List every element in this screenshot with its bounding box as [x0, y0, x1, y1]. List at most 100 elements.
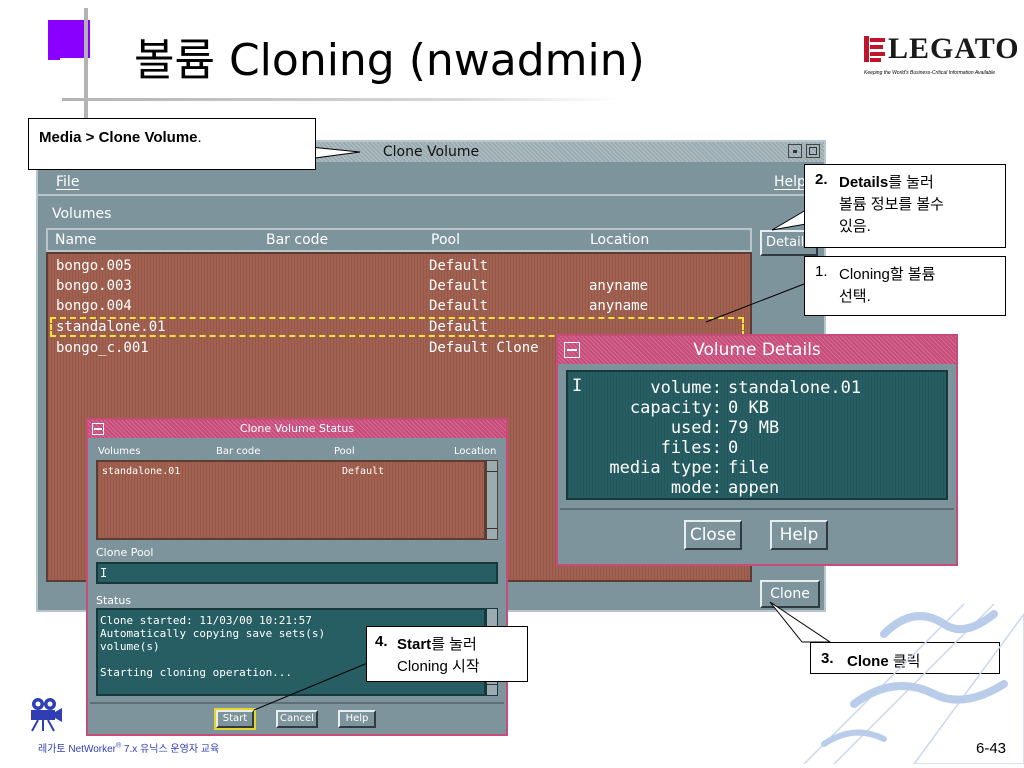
callout-clone-bold: Clone — [847, 653, 889, 670]
legato-tagline: Keeping the World's Business-Critical In… — [864, 70, 996, 76]
callout-media-rest: . — [197, 129, 202, 146]
detail-volume-value: standalone.01 — [728, 378, 862, 398]
status-row-volume: standalone.01 — [102, 466, 181, 477]
callout-cloning: 1. Cloning할 볼륨 선택. — [804, 256, 1006, 316]
clone-status-title: Clone Volume Status — [239, 422, 355, 435]
volumes-table-header: Name Bar code Pool Location — [46, 228, 752, 252]
callout-start-rest1: 를 눌러 — [431, 636, 477, 653]
status-volumes-list[interactable]: standalone.01 Default — [96, 460, 486, 540]
wave-decoration — [803, 603, 1024, 764]
row-name: bongo.003 — [56, 278, 132, 294]
clone-status-titlebar: Clone Volume Status — [88, 420, 506, 438]
table-row[interactable]: bongo.004 Default anyname — [54, 298, 744, 318]
status-row-pool: Default — [342, 466, 385, 477]
col-pool[interactable]: Pool — [431, 232, 460, 248]
row-pool: Default — [429, 319, 489, 335]
clone-volume-title: Clone Volume — [382, 144, 480, 160]
callout-details-bold: Details — [839, 174, 889, 191]
detail-media-type-value: file — [728, 458, 769, 478]
volumes-label: Volumes — [52, 206, 112, 222]
table-row-selected[interactable]: standalone.01 Default — [50, 317, 744, 337]
maximize-icon[interactable] — [806, 144, 820, 158]
row-name: standalone.01 — [56, 319, 166, 335]
start-button[interactable]: Start — [214, 708, 256, 730]
window-menu-icon[interactable] — [564, 342, 580, 358]
row-location: anyname — [589, 298, 649, 314]
cancel-button[interactable]: Cancel — [276, 710, 318, 728]
col-location[interactable]: Location — [590, 232, 650, 248]
footer-prefix: 레가토 NetWorker — [38, 744, 116, 755]
detail-volume-label: volume: — [650, 378, 722, 398]
callout-media: Media > Clone Volume. — [28, 118, 316, 170]
volume-details-titlebar: Volume Details — [558, 336, 956, 364]
page-number: 6-43 — [976, 740, 1007, 757]
status-label: Status — [96, 594, 132, 607]
row-pool: Default — [429, 278, 489, 294]
status-separator — [90, 702, 504, 704]
clone-status-window: Clone Volume Status Volumes Bar code Poo… — [86, 418, 508, 736]
callout-start: 4. Start를 눌러 Cloning 시작 — [366, 626, 528, 682]
status-help-button[interactable]: Help — [338, 710, 376, 728]
callout-media-bold: Media > Clone Volume — [39, 129, 198, 146]
callout-details-rest3: 있음. — [839, 218, 871, 235]
callout-cloning-text1: Cloning할 볼륨 — [839, 266, 936, 283]
footer-registered: ® — [115, 742, 122, 750]
row-name: bongo_c.001 — [56, 340, 149, 356]
menu-file[interactable]: File — [56, 174, 80, 190]
callout-start-rest2: Cloning 시작 — [397, 658, 480, 675]
col-name[interactable]: Name — [55, 232, 97, 248]
menu-help[interactable]: Help — [774, 174, 806, 190]
callout-details-rest1: 를 눌러 — [888, 174, 934, 191]
callout-cloning-text2: 선택. — [839, 288, 871, 305]
table-row[interactable]: bongo_c.001 Default Clone — [54, 340, 744, 360]
callout-start-bold: Start — [397, 636, 432, 653]
footer-suffix: 7.x 유닉스 운영자 교육 — [121, 744, 220, 755]
callout-start-num: 4. — [375, 633, 388, 650]
detail-mode-value: appen — [728, 478, 780, 498]
row-pool: Default Clone — [429, 340, 539, 356]
legato-logo-icon — [864, 36, 885, 62]
row-location: anyname — [589, 278, 649, 294]
details-help-button[interactable]: Help — [770, 520, 828, 550]
detail-used-label: used: — [670, 418, 722, 438]
detail-used-value: 79 MB — [728, 418, 780, 438]
detail-mode-label: mode: — [670, 478, 722, 498]
detail-files-value: 0 — [728, 438, 739, 458]
status-window-menu-icon[interactable] — [92, 423, 104, 435]
callout-details: 2. Details를 눌러 볼륨 정보를 볼수 있음. — [804, 164, 1006, 248]
callout-details-num: 2. — [815, 171, 828, 188]
detail-capacity-value: 0 KB — [728, 398, 769, 418]
legato-logo: LEGATO Keeping the World's Business-Crit… — [862, 32, 1020, 86]
clone-pool-value: I — [100, 566, 108, 580]
clone-pool-input[interactable]: I — [96, 562, 498, 584]
decor-horizontal-line — [62, 98, 622, 101]
camera-icon — [31, 698, 62, 732]
footer-course: 레가토 NetWorker® 7.x 유닉스 운영자 교육 — [38, 740, 219, 755]
minimize-icon[interactable] — [788, 144, 802, 158]
status-col-barcode: Bar code — [216, 446, 261, 457]
close-button[interactable]: Close — [684, 520, 742, 550]
decor-vertical-line — [84, 8, 88, 136]
row-pool: Default — [429, 258, 489, 274]
row-name: bongo.004 — [56, 298, 132, 314]
status-col-location: Location — [454, 446, 497, 457]
col-barcode[interactable]: Bar code — [266, 232, 329, 248]
status-line: Automatically copying save sets(s) — [100, 627, 326, 640]
volume-details-text: I volume: standalone.01 capacity: 0 KB u… — [566, 370, 948, 500]
table-row[interactable]: bongo.003 Default anyname — [54, 278, 744, 298]
callout-clone-num: 3. — [821, 650, 834, 667]
volume-details-title: Volume Details — [693, 340, 821, 360]
callout-details-rest2: 볼륨 정보를 볼수 — [839, 196, 944, 213]
status-col-volumes: Volumes — [98, 446, 141, 457]
menubar — [38, 164, 824, 196]
details-separator — [560, 508, 954, 510]
detail-media-type-label: media type: — [609, 458, 722, 478]
callout-cloning-num: 1. — [815, 263, 828, 280]
row-name: bongo.005 — [56, 258, 132, 274]
slide-title: 볼륨 Cloning (nwadmin) — [134, 35, 645, 86]
row-pool: Default — [429, 298, 489, 314]
detail-capacity-label: capacity: — [629, 398, 722, 418]
status-list-scrollbar[interactable] — [486, 460, 498, 540]
clone-pool-label: Clone Pool — [96, 546, 154, 559]
table-row[interactable]: bongo.005 Default — [54, 258, 744, 278]
